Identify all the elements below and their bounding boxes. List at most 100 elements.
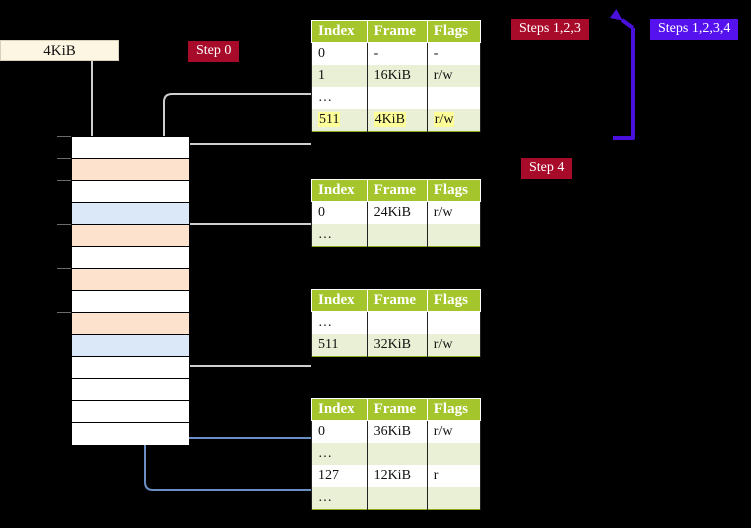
memory-row [72, 225, 189, 247]
cell-index: 0 [311, 42, 368, 65]
column-header-flags: Flags [426, 20, 482, 43]
cell-flags [426, 311, 482, 334]
column-header-flags: Flags [426, 398, 482, 421]
memory-row-tick [57, 268, 71, 269]
memory-size-label: 4KiB [0, 40, 119, 61]
table-row: … [311, 443, 482, 465]
memory-row [72, 181, 189, 203]
memory-row-tick [57, 180, 71, 181]
memory-row [72, 335, 189, 357]
cell-flags: r/w [426, 334, 482, 357]
column-header-index: Index [311, 20, 368, 43]
column-header-index: Index [311, 179, 368, 202]
cell-frame: 36KiB [366, 420, 428, 443]
table-row: … [311, 487, 482, 510]
cell-index: … [311, 87, 368, 109]
cell-flags [426, 443, 482, 465]
cell-frame: 16KiB [366, 65, 428, 87]
memory-row-tick [57, 224, 71, 225]
cell-flags: r/w [426, 65, 482, 87]
cell-flags [426, 87, 482, 109]
cell-flags: - [426, 42, 482, 65]
memory-row [72, 357, 189, 379]
table-row: … [311, 311, 482, 334]
wire-table0-row511 [171, 143, 311, 180]
memory-row [72, 291, 189, 313]
cell-frame [366, 224, 428, 247]
highlighted-value: r/w [433, 112, 455, 127]
memory-row [72, 423, 189, 445]
memory-row [72, 137, 189, 159]
table-row: 511 4KiB r/w [311, 109, 482, 132]
column-header-frame: Frame [366, 289, 428, 312]
column-header-frame: Frame [366, 398, 428, 421]
cell-flags [426, 487, 482, 510]
column-header-frame: Frame [366, 20, 428, 43]
memory-row [72, 269, 189, 291]
cell-index: 511 [311, 334, 368, 357]
cell-frame [366, 311, 428, 334]
column-header-index: Index [311, 289, 368, 312]
badge-steps-1-2-3-4: Steps 1,2,3,4 [650, 19, 739, 40]
memory-row [72, 203, 189, 225]
memory-row-tick [57, 312, 71, 313]
badge-steps-1-2-3: Steps 1,2,3 [511, 19, 589, 40]
memory-row-tick [57, 158, 71, 159]
memory-row-tick [57, 136, 71, 137]
highlighted-value: 511 [318, 112, 341, 127]
column-header-flags: Flags [426, 289, 482, 312]
table-row: … [311, 224, 482, 247]
cell-frame [366, 487, 428, 510]
wire-steps-loop-arrow [609, 9, 635, 140]
cell-index: 511 [311, 109, 368, 132]
wire-table2-to-memory [175, 304, 311, 367]
table-row: 0-- [311, 42, 482, 65]
column-header-frame: Frame [366, 179, 428, 202]
cell-frame: 4KiB [366, 109, 428, 132]
cell-index: 1 [311, 65, 368, 87]
memory-row [72, 313, 189, 335]
column-header-index: Index [311, 398, 368, 421]
memory-row [72, 247, 189, 269]
memory-row [72, 159, 189, 181]
highlighted-value: 4KiB [373, 112, 406, 127]
cell-frame [366, 443, 428, 465]
cell-index: 0 [311, 201, 368, 224]
cell-flags: r/w [426, 109, 482, 132]
cell-frame: 24KiB [366, 201, 428, 224]
cell-index: … [311, 224, 368, 247]
cell-index: … [311, 311, 368, 334]
cell-flags: r/w [426, 420, 482, 443]
badge-step-0: Step 0 [188, 41, 240, 62]
cell-flags [426, 224, 482, 247]
cell-frame: 32KiB [366, 334, 428, 357]
memory-frame-column [71, 136, 190, 445]
table-row: … [311, 87, 482, 109]
cell-flags: r [426, 465, 482, 487]
cell-frame: 12KiB [366, 465, 428, 487]
cell-index: … [311, 443, 368, 465]
column-header-flags: Flags [426, 179, 482, 202]
memory-row [72, 379, 189, 401]
wire-table1-to-memory [175, 223, 311, 268]
memory-row [72, 401, 189, 423]
cell-frame [366, 87, 428, 109]
cell-flags: r/w [426, 201, 482, 224]
cell-frame: - [366, 42, 428, 65]
cell-index: … [311, 487, 368, 510]
cell-index: 127 [311, 465, 368, 487]
